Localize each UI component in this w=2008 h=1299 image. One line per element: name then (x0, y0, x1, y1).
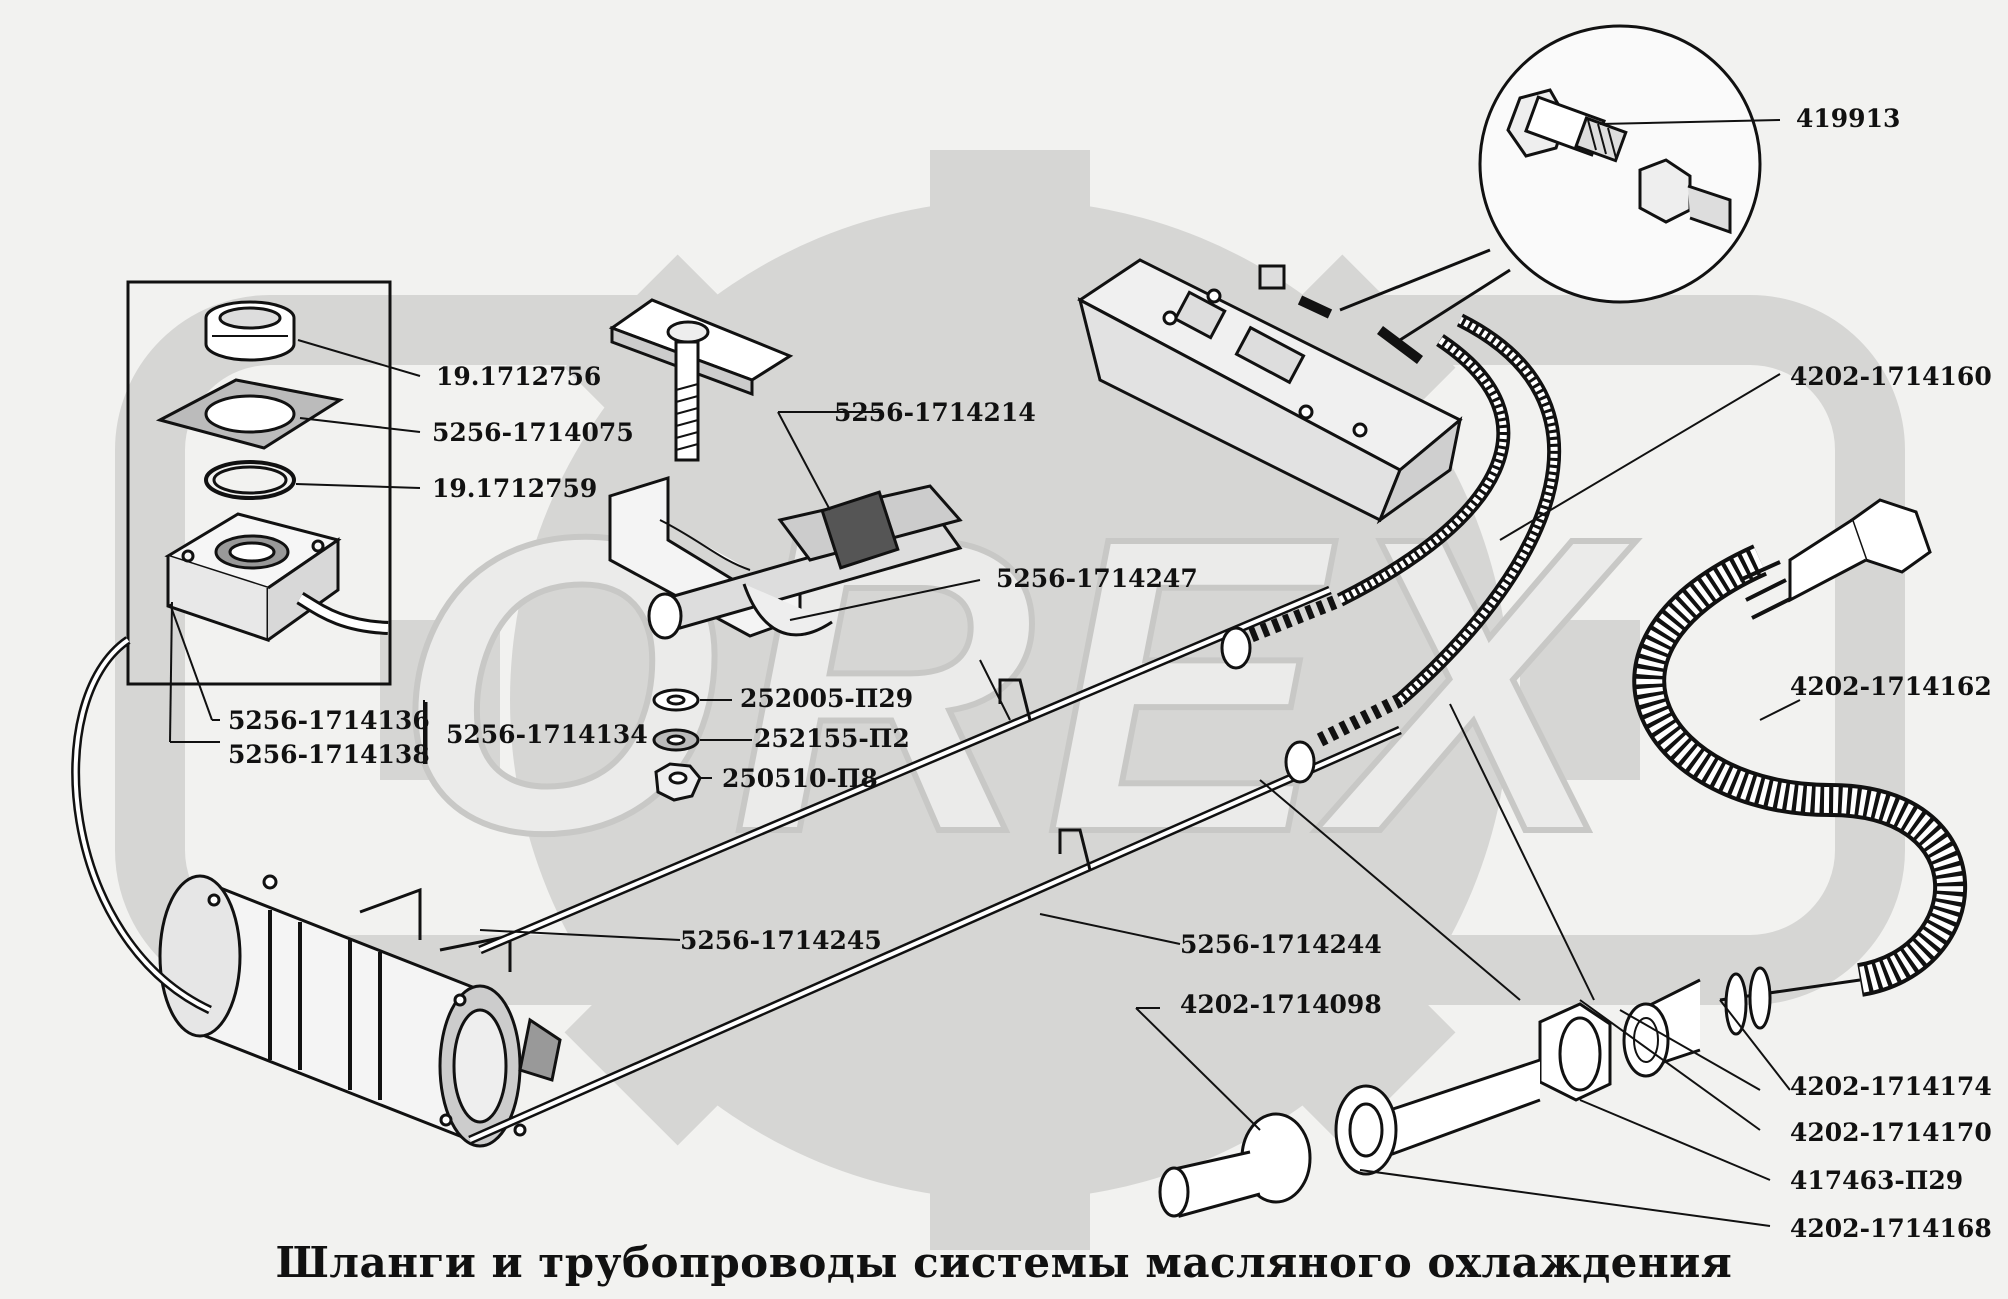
leader-lines (169, 119, 1801, 1227)
label-252005-P29: 252005-П29 (740, 684, 914, 713)
clamp-bolt (608, 298, 794, 462)
label-19-1712756: 19.1712756 (436, 362, 602, 391)
label-5256-1714214: 5256-1714214 (834, 398, 1036, 427)
label-417463-P29: 417463-П29 (1790, 1166, 1964, 1195)
diagram-title: Шланги и трубопроводы системы масляного … (275, 1238, 1733, 1287)
label-4202-1714174: 4202-1714174 (1790, 1072, 1992, 1101)
label-4202-1714162: 4202-1714162 (1790, 672, 1992, 701)
label-4202-1714160: 4202-1714160 (1790, 362, 1992, 391)
label-4202-1714168: 4202-1714168 (1790, 1214, 1992, 1243)
label-250510-P8: 250510-П8 (722, 764, 878, 793)
oring-19-1712759 (204, 460, 296, 500)
cooler-hose-assembly (1158, 498, 1967, 1218)
label-252155-P2: 252155-П2 (754, 724, 910, 753)
label-5256-1714138: 5256-1714138 (228, 740, 430, 769)
label-5256-1714245: 5256-1714245 (680, 926, 882, 955)
bushing-19-1712756 (204, 300, 296, 362)
gasket-5256-1714075 (155, 378, 345, 450)
label-19-1712759: 19.1712759 (432, 474, 598, 503)
flange-5256-1714136 (164, 512, 389, 643)
bracket-clamp (608, 475, 963, 640)
main-pipes (468, 585, 1404, 1145)
label-5256-1714244: 5256-1714244 (1180, 930, 1382, 959)
label-4202-1714098: 4202-1714098 (1180, 990, 1382, 1019)
control-valve-block (1077, 258, 1463, 525)
watermark-frame (115, 295, 1905, 1005)
detail-circle (1339, 24, 1762, 342)
label-4202-1714170: 4202-1714170 (1790, 1118, 1992, 1147)
label-5256-1714136: 5256-1714136 (228, 706, 430, 735)
label-5256-1714134: 5256-1714134 (446, 720, 648, 749)
inset-box (126, 280, 392, 686)
label-5256-1714247: 5256-1714247 (996, 564, 1198, 593)
label-419913: 419913 (1796, 104, 1901, 133)
label-5256-1714075: 5256-1714075 (432, 418, 634, 447)
washers-nut (652, 688, 702, 802)
flex-hoses (1336, 313, 1562, 706)
